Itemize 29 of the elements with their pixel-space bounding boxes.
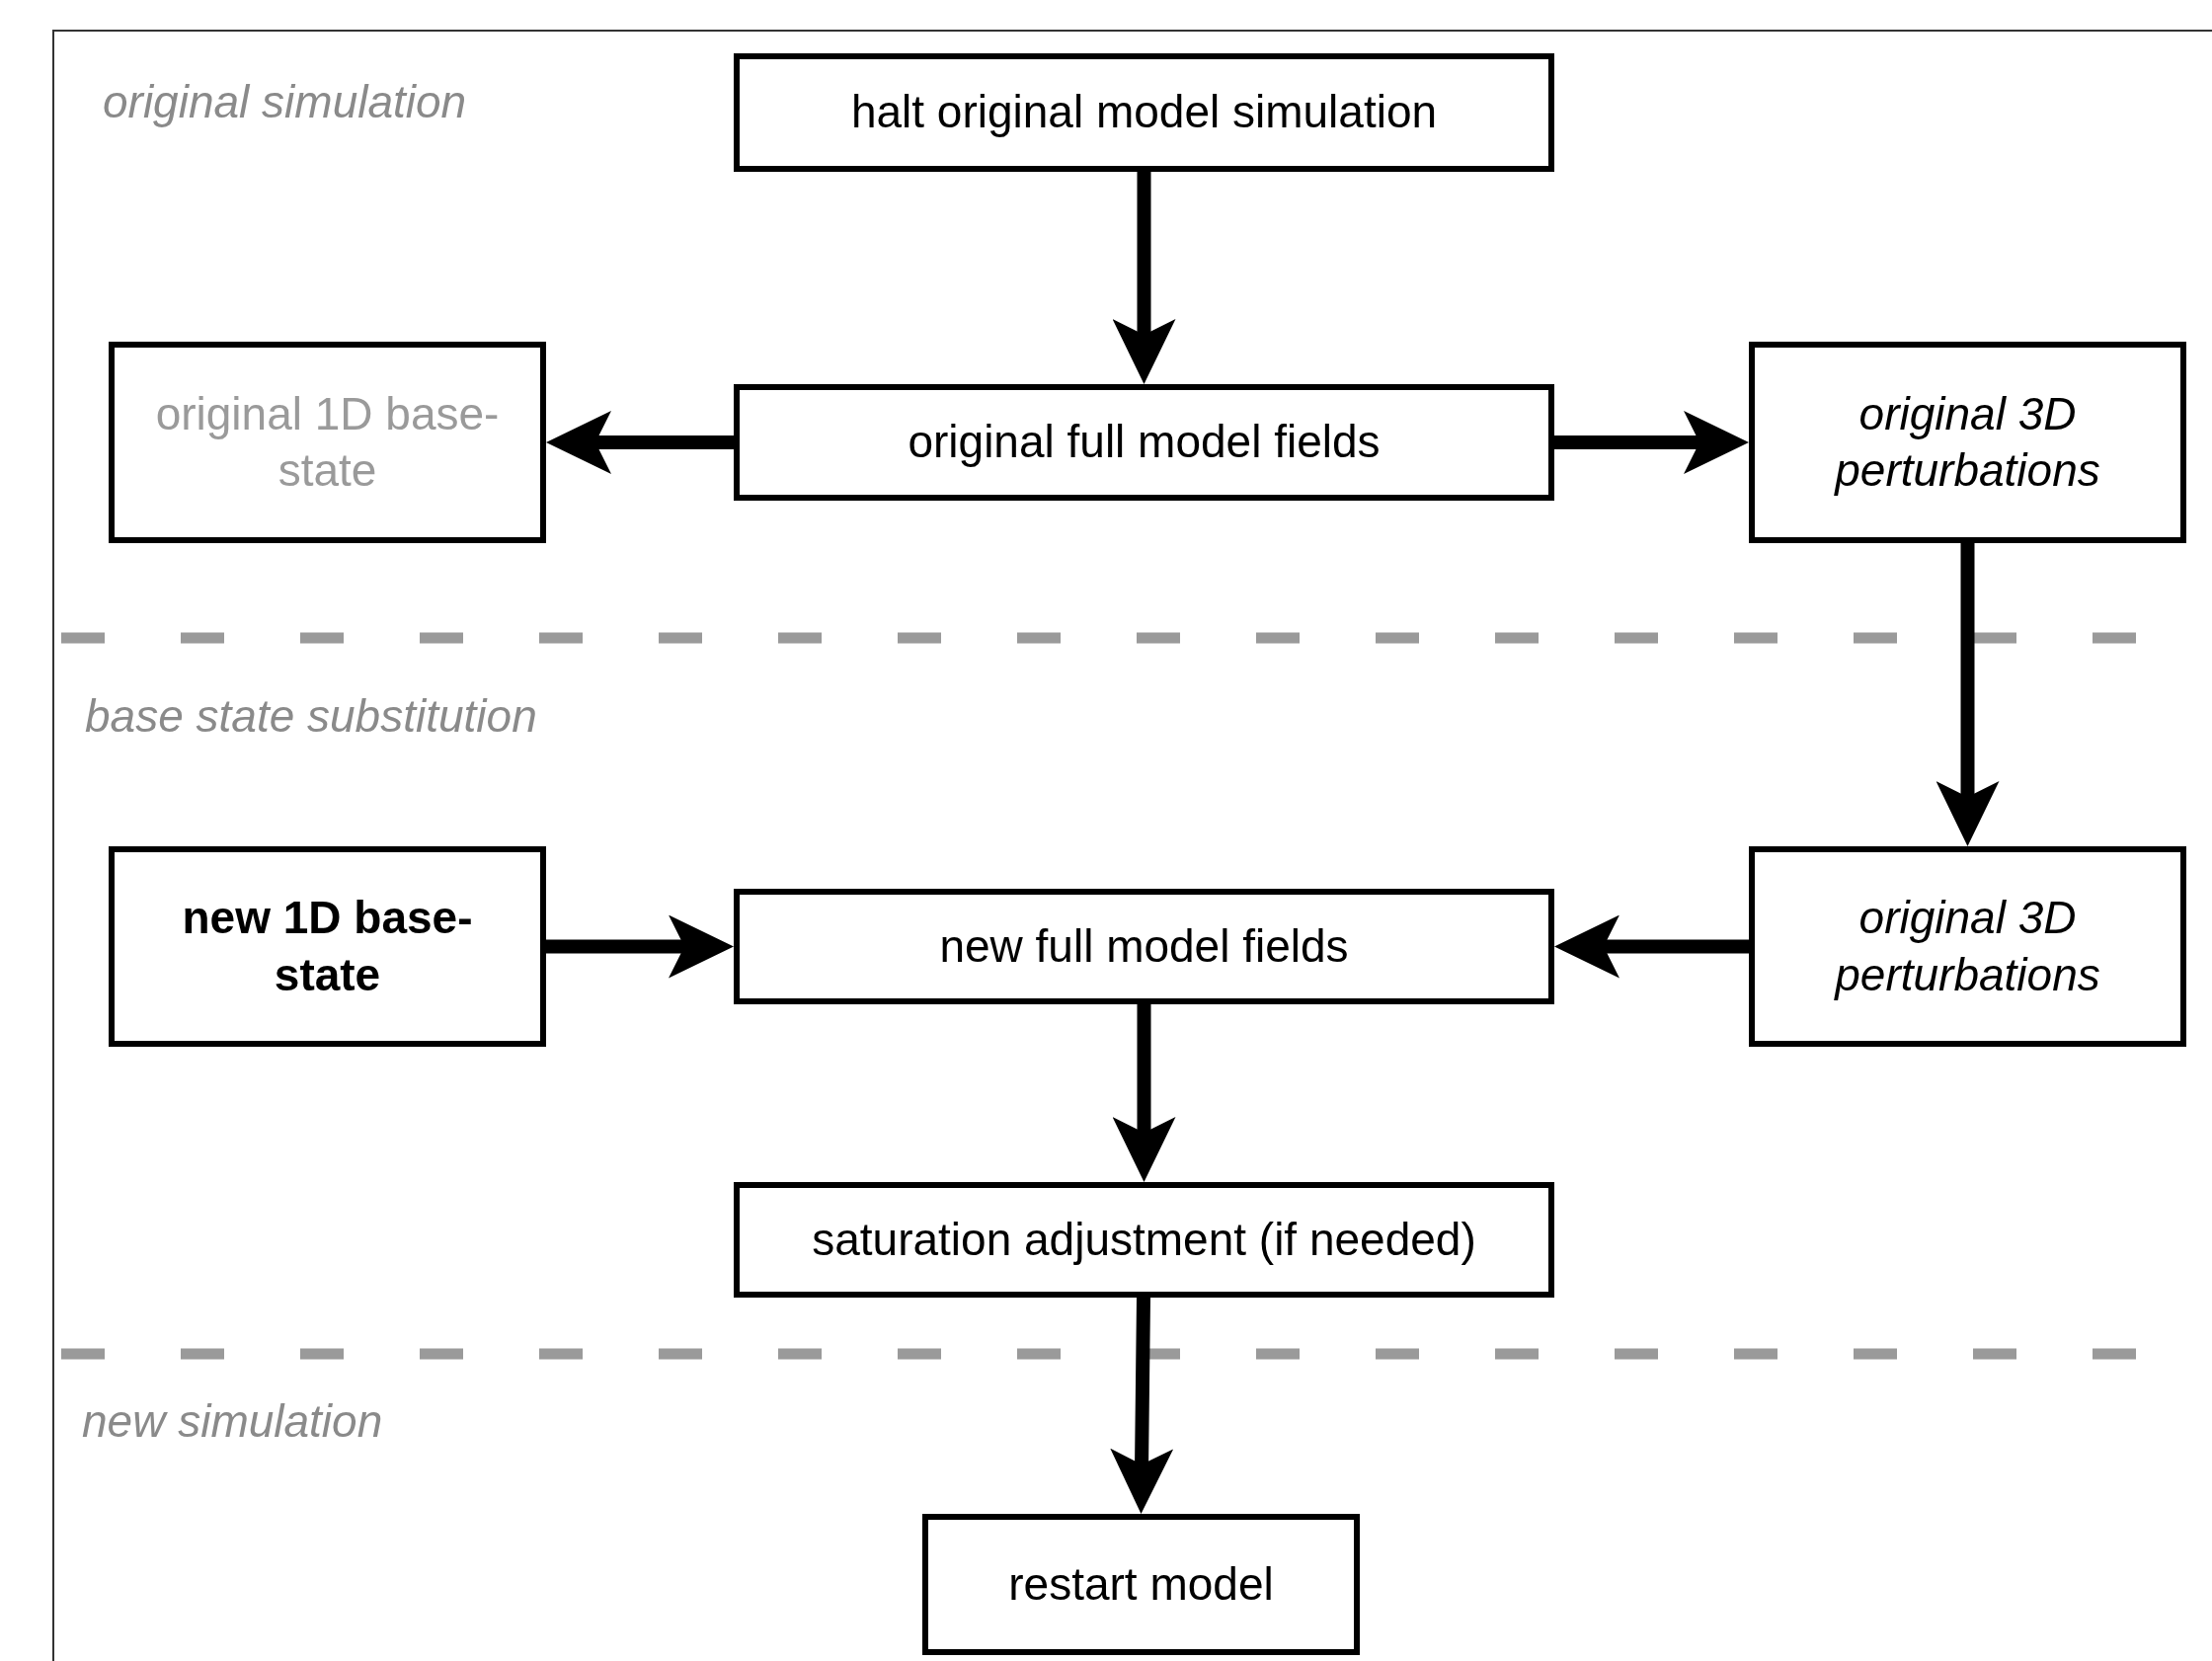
process-box <box>734 1182 1554 1298</box>
node-text: new 1D base-state <box>181 891 474 1002</box>
node-text: original 3D perturbations <box>1833 891 2101 1002</box>
arrow <box>1112 1004 1176 1182</box>
node-text: restart model <box>1008 1556 1274 1612</box>
process-box <box>1749 342 2186 543</box>
section-label: original simulation <box>103 75 467 128</box>
arrow <box>546 914 734 979</box>
node-text: original 3D perturbations <box>1833 386 2101 498</box>
node-text: halt original model simulation <box>850 85 1438 140</box>
node-text: saturation adjustment (if needed) <box>812 1212 1476 1267</box>
node-text: original full model fields <box>908 415 1381 470</box>
process-box <box>734 53 1554 172</box>
section-label: base state substitution <box>85 689 537 743</box>
process-box <box>1749 846 2186 1047</box>
arrow <box>1936 543 2000 846</box>
arrow <box>1554 411 1749 474</box>
process-box <box>734 889 1554 1004</box>
arrow <box>1112 172 1176 384</box>
process-box <box>109 846 546 1047</box>
node-text: original 1D base-state <box>154 386 501 498</box>
arrow <box>1110 1297 1174 1515</box>
node-text: new full model fields <box>939 918 1349 974</box>
section-label: new simulation <box>82 1394 383 1448</box>
arrow <box>546 411 734 474</box>
process-box <box>734 384 1554 501</box>
process-box <box>109 342 546 543</box>
arrow <box>1554 914 1749 979</box>
process-box <box>922 1514 1360 1655</box>
